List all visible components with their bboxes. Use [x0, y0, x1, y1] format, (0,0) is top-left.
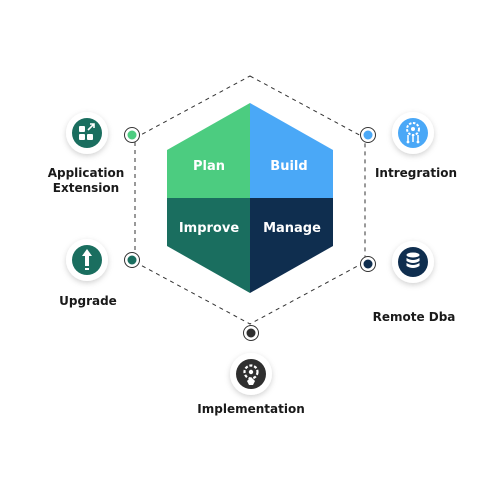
label-upgrade: Upgrade	[59, 294, 117, 308]
connector-dot-intregration	[360, 127, 376, 143]
label-remote-dba: Remote Dba	[372, 310, 456, 324]
grid-icon	[66, 112, 108, 154]
label-intregration: Intregration	[374, 166, 458, 180]
connector-dot-remote-dba	[360, 256, 376, 272]
quadrant-label-improve: Improve	[179, 221, 240, 236]
label-application-extension-line1: Application	[47, 166, 125, 180]
connector-dot-application-extension	[124, 127, 140, 143]
label-application-extension-line2: Extension	[52, 181, 120, 195]
integration-icon	[392, 112, 434, 154]
quadrant-label-build: Build	[270, 159, 307, 174]
quadrant-plan	[167, 103, 250, 198]
label-application-extension: Application Extension	[40, 166, 132, 196]
quadrant-build	[250, 103, 333, 198]
arrow-up-icon	[66, 239, 108, 281]
gear-icon	[230, 353, 272, 395]
central-hexagon	[167, 103, 333, 293]
database-icon	[392, 241, 434, 283]
connector-dot-upgrade	[124, 252, 140, 268]
quadrant-manage	[250, 198, 333, 293]
quadrant-label-manage: Manage	[263, 221, 321, 236]
connector-dot-implementation	[243, 325, 259, 341]
quadrant-label-plan: Plan	[193, 159, 225, 174]
quadrant-improve	[167, 198, 250, 293]
label-implementation: Implementation	[197, 402, 305, 416]
